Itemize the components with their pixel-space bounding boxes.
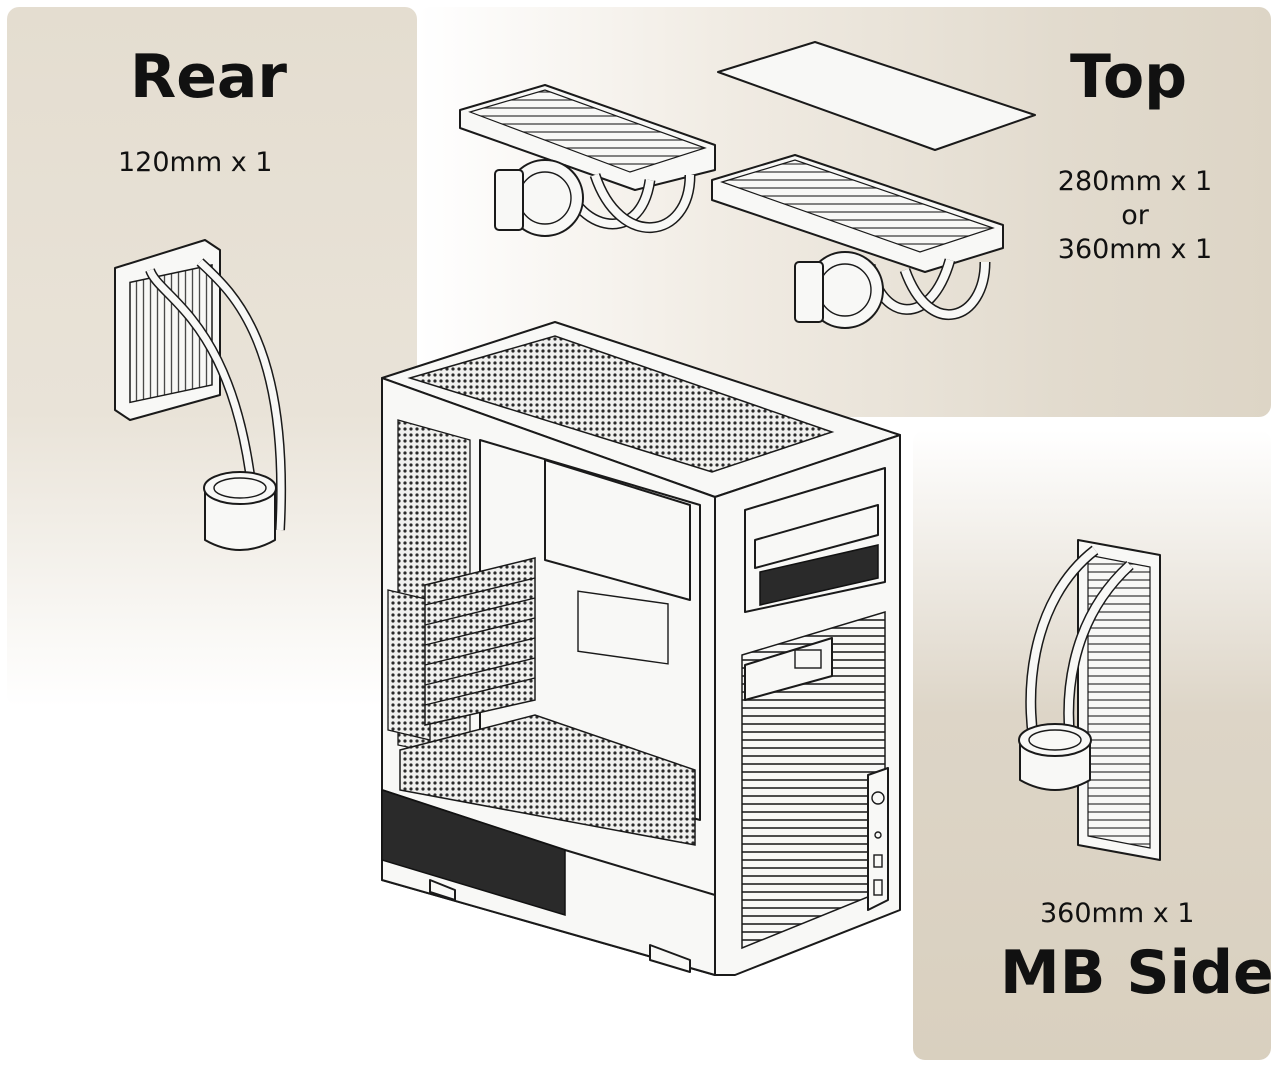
top-spec-280: 280mm x 1: [1057, 166, 1213, 197]
top-spec: 280mm x 1 or 360mm x 1: [1050, 165, 1220, 267]
top-spec-360: 360mm x 1: [1057, 234, 1213, 265]
top-radiator-280mm: [459, 84, 716, 237]
mb-side-radiator-360mm: [1018, 539, 1161, 861]
pc-case: [381, 321, 901, 976]
top-spec-or: or: [1121, 200, 1149, 231]
rear-spec: 120mm x 1: [118, 147, 273, 178]
mb-side-spec: 360mm x 1: [1040, 898, 1195, 929]
rear-radiator-120mm: [114, 239, 287, 551]
top-radiator-360mm: [711, 154, 1004, 329]
top-title: Top: [1070, 42, 1188, 112]
top-cover-plate: [717, 41, 1036, 151]
rear-title: Rear: [130, 42, 287, 112]
mb-side-title: MB Side: [1000, 938, 1274, 1008]
pcie-slots: [424, 557, 536, 726]
